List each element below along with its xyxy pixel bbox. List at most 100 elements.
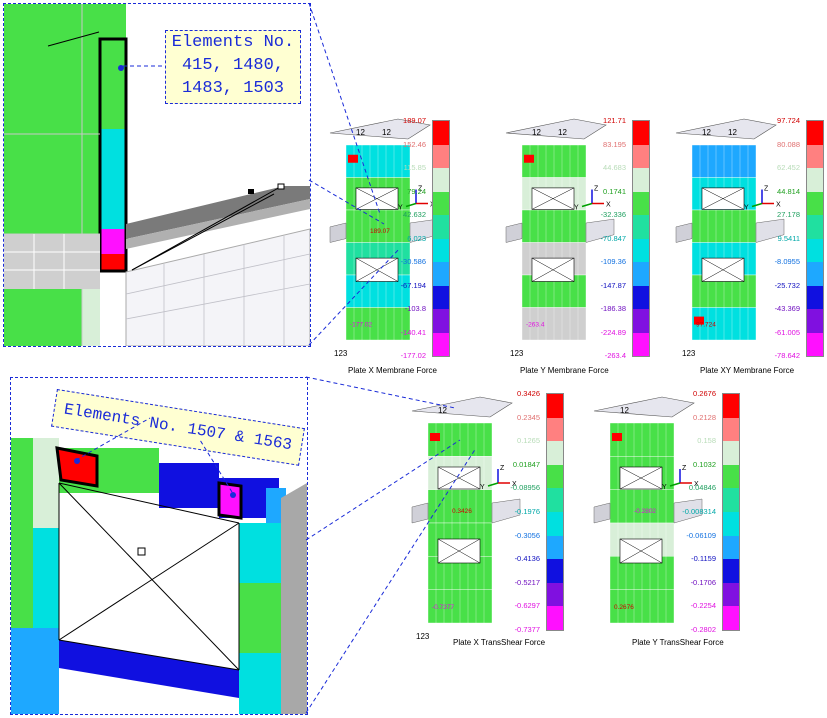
truss-line xyxy=(701,257,745,282)
legend-value: -0.1706 xyxy=(690,577,716,587)
legend-swatch xyxy=(433,262,449,286)
plate-panel xyxy=(59,640,239,698)
z-axis-label: Z xyxy=(764,186,769,193)
legend-swatch xyxy=(433,215,449,239)
element-1480 xyxy=(100,229,126,254)
legend-swatch xyxy=(633,121,649,145)
legend-value: -32.336 xyxy=(600,210,626,219)
z-axis-label: Z xyxy=(418,186,423,193)
legend-value: 0.3426 xyxy=(517,389,540,398)
node-number: 12 xyxy=(382,128,391,137)
legend-value: -0.08956 xyxy=(510,483,540,493)
legend-swatch xyxy=(433,285,449,309)
callout-line: Elements No. xyxy=(171,33,295,52)
legend-swatch xyxy=(807,215,823,239)
legend-swatch xyxy=(547,535,563,560)
legend-value: 152.46 xyxy=(403,139,426,149)
truss-line xyxy=(701,187,745,210)
legend-swatch xyxy=(547,464,563,489)
panel-title: Plate XY Membrane Force xyxy=(700,366,795,375)
wall-side xyxy=(281,483,307,714)
legend-value: 42.632 xyxy=(403,210,426,219)
plate-panel xyxy=(159,463,219,508)
coordinate-label: 123 xyxy=(510,349,524,358)
plate-panel xyxy=(239,583,281,653)
roof-truss xyxy=(411,396,513,418)
legend-value: 0.04846 xyxy=(688,483,716,493)
legend-value: 0.2128 xyxy=(693,412,716,422)
peak-value-label: 189.07 xyxy=(370,228,390,235)
legend-value: 97.724 xyxy=(777,116,800,125)
legend-value: 0.1032 xyxy=(693,459,716,469)
peak-value-label: 97.724 xyxy=(696,321,716,328)
legend-swatch xyxy=(807,309,823,333)
floor-slab xyxy=(4,234,100,289)
legend-value: 0.1741 xyxy=(603,186,626,196)
roof-truss xyxy=(505,118,607,140)
legend-value: -67.194 xyxy=(400,280,426,290)
node-number: 12 xyxy=(620,406,629,415)
legend-value: -109.36 xyxy=(600,257,626,266)
legend-swatch xyxy=(633,262,649,286)
legend-swatch xyxy=(723,559,739,583)
truss-lines xyxy=(47,31,283,271)
y-axis-label: Y xyxy=(480,484,485,491)
peak-element xyxy=(694,316,704,325)
plate-panel xyxy=(4,4,62,234)
legend-value: 62.452 xyxy=(777,163,800,172)
legend-swatch xyxy=(633,191,649,215)
peak-element xyxy=(612,433,622,441)
legend-swatch xyxy=(547,511,563,536)
coordinate-label: 123 xyxy=(334,349,348,358)
element-marker xyxy=(74,458,80,464)
legend-value: 79.24 xyxy=(407,186,426,196)
node xyxy=(137,547,146,556)
legend-swatch xyxy=(633,168,649,192)
legend-value: 9.5411 xyxy=(777,233,800,243)
legend-swatch xyxy=(433,144,449,168)
z-axis-label: Z xyxy=(594,186,599,193)
legend-value: -30.586 xyxy=(400,257,426,266)
plate-panel xyxy=(239,653,281,714)
legend-swatch xyxy=(807,238,823,262)
legend-value: -25.732 xyxy=(774,280,800,290)
element-1503 xyxy=(100,39,126,129)
side-walkway xyxy=(593,502,611,524)
legend-swatch xyxy=(433,121,449,145)
coordinate-label: 123 xyxy=(682,349,696,358)
legend-value: 27.178 xyxy=(777,210,800,219)
panel-title: Plate Y Membrane Force xyxy=(520,366,609,375)
callout-line: 415, 1480, xyxy=(181,56,285,75)
legend-swatch xyxy=(807,285,823,309)
node xyxy=(248,189,254,194)
legend-swatch xyxy=(723,441,739,465)
legend-value: -103.8 xyxy=(404,304,426,313)
truss-line xyxy=(619,538,663,564)
legend-swatch xyxy=(547,606,563,630)
y-axis-label: Y xyxy=(662,484,667,491)
walkway-slab xyxy=(125,228,310,346)
y-axis-label: Y xyxy=(574,205,579,212)
element-415 xyxy=(100,254,126,271)
legend-swatch xyxy=(633,285,649,309)
side-walkway xyxy=(491,498,521,524)
legend-value: 83.195 xyxy=(603,139,626,149)
legend-swatch xyxy=(633,309,649,333)
legend-value: 0.01847 xyxy=(512,459,540,469)
legend-value: -0.3056 xyxy=(514,530,540,540)
zoom-bottom-drawing xyxy=(11,438,307,714)
legend-swatch xyxy=(547,559,563,583)
y-axis-arrow xyxy=(581,202,593,208)
legend-value: 0.158 xyxy=(697,436,716,446)
legend-swatch xyxy=(807,262,823,286)
walkway-mesh xyxy=(125,236,310,346)
color-legend-3 xyxy=(806,120,824,357)
truss-line xyxy=(531,187,575,210)
legend-swatch xyxy=(433,168,449,192)
legend-value: -0.1159 xyxy=(691,554,716,564)
y-axis-label: Y xyxy=(744,205,749,212)
panel-title: Plate Y TransShear Force xyxy=(632,638,724,647)
element-marker xyxy=(230,492,236,498)
legend-swatch xyxy=(547,488,563,512)
